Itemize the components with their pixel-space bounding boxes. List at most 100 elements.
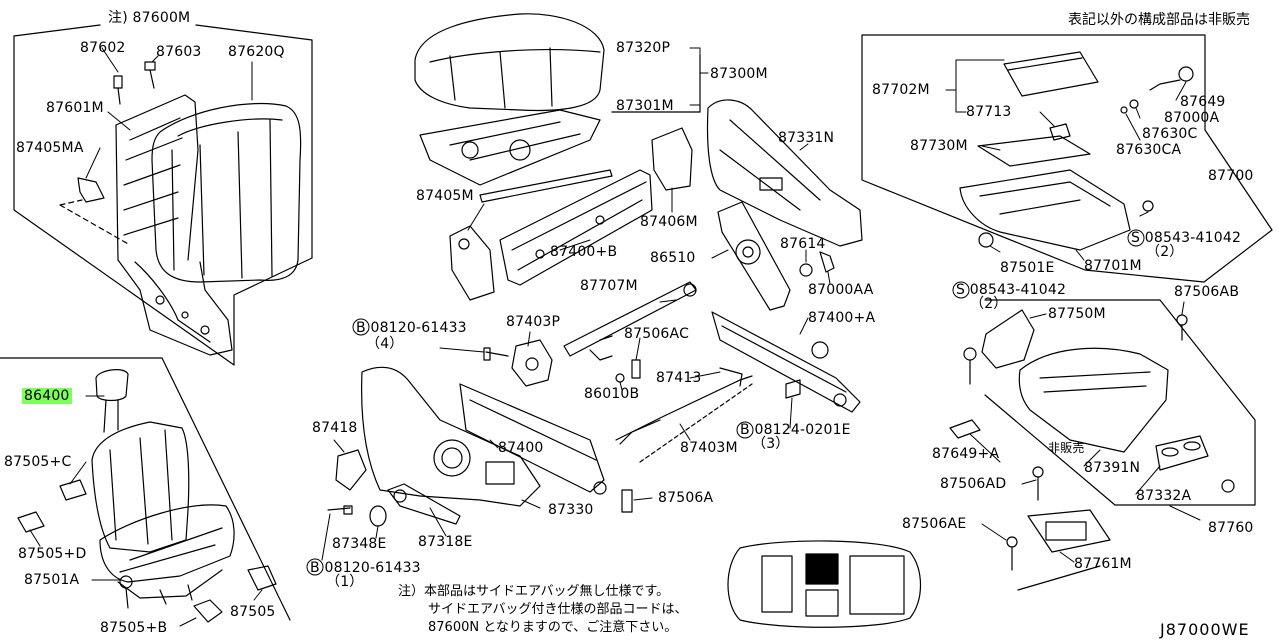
callout-87505D[interactable]: 87505+D xyxy=(18,546,87,562)
bolt-87506A xyxy=(621,489,633,513)
callout-87506AC[interactable]: 87506AC xyxy=(624,326,690,342)
callout-87700[interactable]: 87700 xyxy=(1208,168,1254,184)
callout-0812061433-lower: 08120-61433 xyxy=(324,560,421,576)
callout-86510[interactable]: 86510 xyxy=(650,250,696,266)
bolt-87506AD xyxy=(1032,466,1044,501)
pad-87649A xyxy=(949,419,981,439)
callout-87391N[interactable]: 87391N xyxy=(1084,460,1141,476)
callout-87403P[interactable]: 87403P xyxy=(506,314,561,330)
callout-87406M[interactable]: 87406M xyxy=(640,214,698,230)
callout-081240201E: 08124-0201E xyxy=(754,422,851,438)
qty-1: （1） xyxy=(326,574,364,590)
callout-87320P[interactable]: 87320P xyxy=(616,40,671,56)
callout-87506AD[interactable]: 87506AD xyxy=(940,476,1007,492)
callout-87506AB[interactable]: 87506AB xyxy=(1174,284,1240,300)
callout-87331N[interactable]: 87331N xyxy=(778,130,835,146)
callout-87505[interactable]: 87505 xyxy=(230,604,276,620)
callout-87400B[interactable]: 87400+B xyxy=(550,244,618,260)
callout-b-mark-lower[interactable]: B 08120-61433 xyxy=(310,560,421,576)
cover-87505 xyxy=(247,565,277,591)
headrest-guide-87602 xyxy=(113,75,123,105)
bracket-87761M xyxy=(1017,509,1111,591)
callout-s-mark-console[interactable]: S 08543-41042 xyxy=(1131,230,1241,246)
bracket-87406M xyxy=(651,127,693,191)
bolt-87501A xyxy=(119,575,133,609)
callout-87620Q[interactable]: 87620Q xyxy=(228,44,285,60)
callout-87418[interactable]: 87418 xyxy=(312,420,358,436)
frame-87400B xyxy=(499,169,653,286)
callout-87000AA[interactable]: 87000AA xyxy=(808,282,874,298)
callout-86400[interactable]: 86400 xyxy=(22,388,72,404)
callout-87713[interactable]: 87713 xyxy=(966,104,1012,120)
recliner-86510 xyxy=(717,201,791,311)
bracket-87405M xyxy=(449,225,495,301)
callout-87630C[interactable]: 87630C xyxy=(1142,126,1198,142)
callout-87600M[interactable]: 注) 87600M xyxy=(108,10,191,26)
callout-87760[interactable]: 87760 xyxy=(1208,520,1254,536)
headrest-86400 xyxy=(95,369,129,433)
callout-87300M[interactable]: 87300M xyxy=(710,66,768,82)
callout-87701M[interactable]: 87701M xyxy=(1084,258,1142,274)
callout-87649A[interactable]: 87649+A xyxy=(932,446,1000,462)
screw-87391N xyxy=(1221,479,1235,493)
b-mark: B xyxy=(310,560,320,576)
callout-87000A[interactable]: 87000A xyxy=(1164,110,1220,126)
callout-s-mark-armrest[interactable]: S 08543-41042 xyxy=(956,282,1066,298)
callout-87649[interactable]: 87649 xyxy=(1180,94,1226,110)
screw-0854341042-armrest xyxy=(963,347,977,385)
cover-87750M xyxy=(981,309,1035,369)
callout-87702M[interactable]: 87702M xyxy=(872,82,930,98)
footnote-line-3: 87600N となりますので、ご注意下さい。 xyxy=(428,620,678,635)
bolt-87000AA xyxy=(819,251,835,273)
callout-87301M[interactable]: 87301M xyxy=(616,98,674,114)
knob-87418 xyxy=(335,449,367,491)
console-group-frame xyxy=(861,34,1273,283)
side-cover-87330 xyxy=(361,366,541,507)
callout-87601M[interactable]: 87601M xyxy=(46,100,104,116)
cover-87505C xyxy=(59,479,87,501)
qty-4: （4） xyxy=(366,336,404,352)
callout-87400[interactable]: 87400 xyxy=(498,440,544,456)
callout-87707M[interactable]: 87707M xyxy=(580,278,638,294)
callout-b-mark-upper[interactable]: B 08120-61433 xyxy=(356,320,467,336)
callout-87506A[interactable]: 87506A xyxy=(658,490,714,506)
seat-back-frame xyxy=(115,94,233,356)
callout-87761M[interactable]: 87761M xyxy=(1074,556,1132,572)
callout-87405MA[interactable]: 87405MA xyxy=(16,140,84,156)
leader-lines xyxy=(29,47,1201,627)
qty-3: （3） xyxy=(752,436,790,452)
callout-87602[interactable]: 87602 xyxy=(80,40,126,56)
callout-b-mark-right[interactable]: B 08124-0201E xyxy=(740,422,851,438)
callout-87506AE[interactable]: 87506AE xyxy=(902,516,967,532)
callout-87501A[interactable]: 87501A xyxy=(24,572,80,588)
callout-87318E[interactable]: 87318E xyxy=(418,534,473,550)
washer-87630C xyxy=(1129,99,1139,109)
callout-87614[interactable]: 87614 xyxy=(780,236,826,252)
callout-87330[interactable]: 87330 xyxy=(548,502,594,518)
callout-87403M[interactable]: 87403M xyxy=(680,440,738,456)
callout-87505B[interactable]: 87505+B xyxy=(100,620,168,636)
cup-holder-87332A xyxy=(1155,435,1209,471)
vehicle-silhouette xyxy=(727,540,921,628)
bolt-87649 xyxy=(1149,66,1194,91)
callout-0812061433-upper: 08120-61433 xyxy=(370,320,467,336)
callout-87405M[interactable]: 87405M xyxy=(416,188,474,204)
callout-87750M[interactable]: 87750M xyxy=(1048,306,1106,322)
b-mark: B xyxy=(740,422,750,438)
highlighted-part-number: 86400 xyxy=(22,388,72,404)
callout-87730M[interactable]: 87730M xyxy=(910,138,968,154)
callout-86010B[interactable]: 86010B xyxy=(584,386,640,402)
callout-87603[interactable]: 87603 xyxy=(156,44,202,60)
bolt-86010B xyxy=(615,373,625,383)
callout-87501E[interactable]: 87501E xyxy=(1000,260,1055,276)
callout-87348E[interactable]: 87348E xyxy=(332,536,387,552)
bolt-b081240201E xyxy=(785,379,801,399)
callout-87400A[interactable]: 87400+A xyxy=(808,310,876,326)
callout-87505C[interactable]: 87505+C xyxy=(4,454,72,470)
callout-87413[interactable]: 87413 xyxy=(656,370,702,386)
bolt-87506AE xyxy=(1006,536,1018,571)
qty-2-console: （2） xyxy=(1146,244,1184,260)
callout-87630CA[interactable]: 87630CA xyxy=(1116,142,1182,158)
callout-87332A[interactable]: 87332A xyxy=(1136,488,1192,504)
